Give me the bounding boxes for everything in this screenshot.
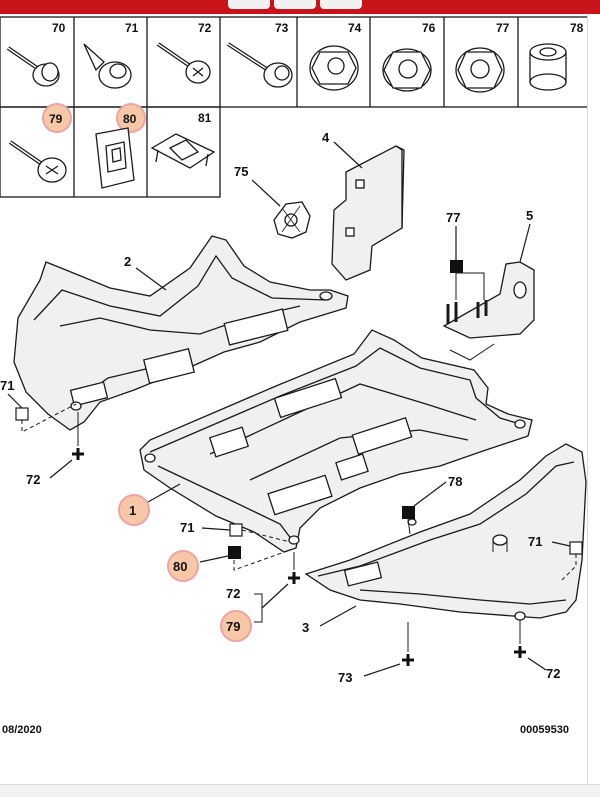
leader-71-left-dash (21, 403, 77, 433)
highlight-80 (116, 103, 146, 133)
leader-77-branches (455, 272, 485, 300)
leader-73 (363, 663, 401, 677)
callout-72-left: 72 (26, 472, 40, 487)
leader-71-right (551, 541, 571, 547)
callout-1: 1 (129, 503, 136, 518)
flange-bolt-icon (6, 46, 60, 87)
leader-72-79 (261, 583, 289, 609)
cell-label-73: 73 (275, 21, 289, 35)
part-3-side-shield (304, 443, 587, 621)
cell-label-78: 78 (570, 21, 584, 35)
cell-label-70: 70 (52, 21, 66, 35)
hex-nut-icon (382, 48, 432, 92)
part-71-marker-center (229, 523, 243, 537)
callout-73: 73 (338, 670, 352, 685)
part-71-marker-right (569, 541, 583, 555)
flange-screw-icon (226, 42, 293, 88)
part-78-marker (402, 506, 415, 519)
cell-label-80: 80 (123, 112, 137, 126)
callout-3: 3 (302, 620, 309, 635)
tapping-screw-icon (156, 42, 211, 84)
callout-71-center: 71 (180, 520, 194, 535)
highlight-79-center (220, 610, 252, 642)
speed-nut-clip-icon (95, 127, 135, 189)
callout-75: 75 (234, 164, 248, 179)
callout-5: 5 (526, 208, 533, 223)
leader-4 (333, 141, 363, 169)
parts-grid (0, 16, 593, 198)
callout-71-right: 71 (528, 534, 542, 549)
callout-80: 80 (173, 559, 187, 574)
leader-71-center-dash (241, 529, 291, 543)
part-72-marker-right (514, 646, 526, 658)
part-4-bracket (331, 145, 405, 281)
highlight-80-center (167, 550, 199, 582)
callout-77: 77 (446, 210, 460, 225)
leader-80 (199, 555, 229, 563)
leader-1 (147, 483, 181, 503)
push-clip-icon (83, 43, 132, 89)
cell-label-72: 72 (198, 21, 212, 35)
cell-label-76: 76 (422, 21, 436, 35)
leader-71-left (7, 393, 23, 409)
leader-72-right (527, 657, 547, 671)
part-71-marker-left (15, 407, 29, 421)
part-75-clip (273, 201, 311, 239)
callout-71-left: 71 (0, 378, 14, 393)
footer-reference: 00059530 (520, 724, 569, 736)
tool-icon (274, 0, 316, 9)
cell-label-74: 74 (348, 21, 362, 35)
callout-4: 4 (322, 130, 330, 145)
leader-78-down (407, 518, 411, 535)
tool-icon (228, 0, 270, 9)
clip-icon (150, 133, 216, 169)
screw-icon (8, 140, 67, 183)
part-73-marker (402, 654, 414, 666)
bracket-join-line (449, 343, 495, 361)
cell-label-81: 81 (198, 111, 212, 125)
callout-78: 78 (448, 474, 462, 489)
footer-date: 08/2020 (2, 724, 42, 736)
leader-5 (519, 223, 531, 263)
rivet-nut-icon (529, 43, 567, 91)
part-1-undertray (139, 329, 533, 553)
flange-nut-icon (309, 45, 359, 91)
cell-label-71: 71 (125, 21, 139, 35)
cell-label-79: 79 (49, 112, 63, 126)
part-80-marker (228, 546, 241, 559)
part-77-marker (450, 260, 463, 273)
part-72-marker-center (288, 572, 300, 584)
part-72-marker-left (72, 448, 84, 460)
leader-71-right-dash (561, 554, 577, 581)
part-5-bracket (442, 261, 535, 339)
header-bar (0, 0, 600, 14)
leader-3 (319, 605, 357, 627)
bottom-strip (0, 784, 600, 797)
leader-2 (135, 267, 167, 291)
callout-72-center: 72 (226, 586, 240, 601)
leader-80-dash (233, 549, 291, 571)
callout-79: 79 (226, 619, 240, 634)
tool-icon (320, 0, 362, 9)
highlight-79 (42, 103, 72, 133)
callout-2: 2 (124, 254, 131, 269)
leader-78 (413, 481, 447, 507)
leader-75 (251, 179, 281, 207)
cell-label-77: 77 (496, 21, 510, 35)
lock-nut-icon (455, 47, 505, 93)
bracket-72-79 (254, 593, 263, 623)
right-edge-strip (587, 14, 600, 784)
highlight-1 (118, 494, 150, 526)
leader-72-left-label (49, 459, 73, 479)
part-2-side-shield (13, 235, 349, 431)
leader-71-center (201, 527, 231, 531)
callout-72-right: 72 (546, 666, 560, 681)
